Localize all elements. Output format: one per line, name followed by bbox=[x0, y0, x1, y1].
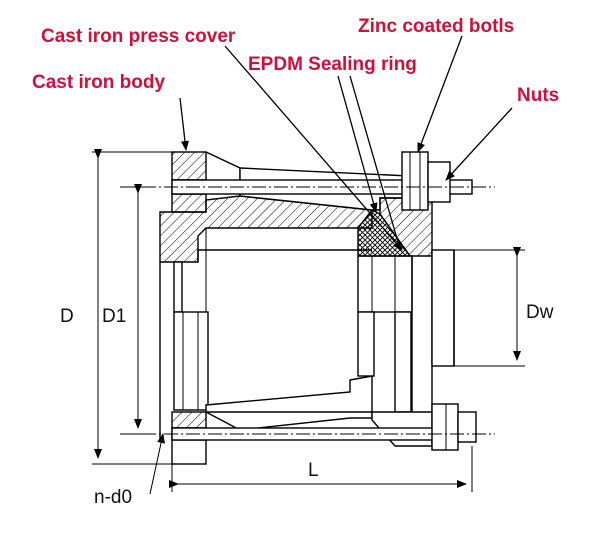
leader-cast-iron-body bbox=[179, 97, 189, 151]
nut-top-inner bbox=[427, 161, 451, 203]
dimension-dw: Dw bbox=[513, 247, 554, 361]
leader-press-cover bbox=[224, 45, 403, 251]
body-flange-bottom-lower bbox=[171, 439, 207, 465]
dimension-l-label: L bbox=[308, 460, 319, 481]
body-taper-lower bbox=[205, 375, 373, 413]
nut-bottom-inner bbox=[457, 411, 477, 443]
body-flange-top-lower bbox=[171, 193, 207, 213]
dimension-n-d0: n-d0 bbox=[94, 433, 166, 508]
callout-press-cover: Cast iron press cover bbox=[41, 26, 236, 47]
leader-epdm-ring bbox=[337, 75, 378, 213]
pipe-section bbox=[431, 249, 525, 367]
callout-zinc-bolts: Zinc coated botls bbox=[358, 16, 514, 37]
press-cover-wall bbox=[357, 311, 375, 377]
callout-nuts: Nuts bbox=[517, 85, 559, 106]
callout-epdm-ring: EPDM Sealing ring bbox=[248, 54, 417, 75]
nut-bottom-outer bbox=[431, 403, 459, 451]
dimension-d-label: D bbox=[60, 306, 74, 327]
body-flange-bottom bbox=[171, 411, 207, 429]
callout-cast-iron-body: Cast iron body bbox=[32, 72, 165, 93]
nut-top-outer bbox=[401, 151, 429, 211]
leader-zinc-bolts bbox=[417, 35, 463, 153]
dimension-d1: D1 bbox=[102, 184, 150, 435]
dimension-n-d0-label: n-d0 bbox=[94, 487, 132, 508]
pipe-stub bbox=[431, 249, 455, 367]
leader-epdm-ring-2 bbox=[349, 75, 399, 243]
body-wall-mid bbox=[173, 311, 209, 411]
press-cover-wall-right bbox=[394, 311, 412, 413]
dimension-d: D bbox=[60, 149, 172, 465]
dimension-l: L bbox=[169, 446, 473, 492]
body-flange-top bbox=[171, 151, 207, 181]
leader-nuts bbox=[445, 107, 513, 181]
body-wall-upper bbox=[173, 261, 183, 313]
dimension-dw-label: Dw bbox=[526, 302, 554, 323]
press-cover-upper-lip bbox=[357, 255, 413, 313]
dimension-d1-label: D1 bbox=[102, 306, 126, 327]
